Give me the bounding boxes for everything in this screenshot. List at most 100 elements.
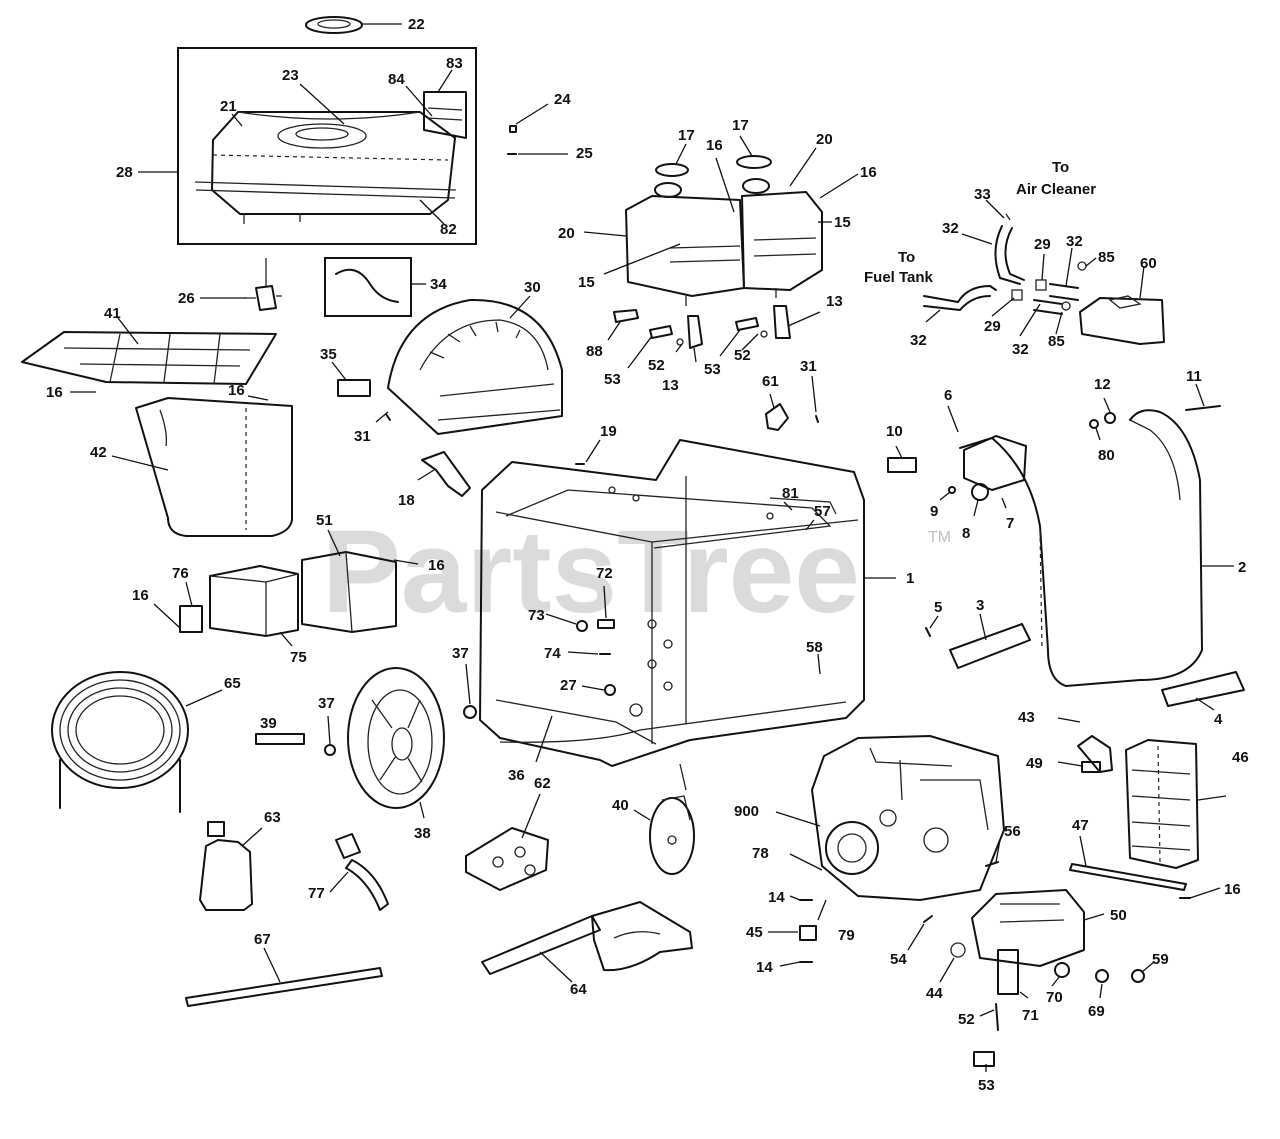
screw-part (509, 125, 517, 133)
callout-13: 13 (826, 293, 843, 310)
washer-part (1104, 412, 1116, 424)
callout-16: 16 (228, 382, 245, 399)
callout-52: 52 (734, 347, 751, 364)
callout-12: 12 (1094, 376, 1111, 393)
fuel-tank-assembly-box (177, 47, 477, 245)
fuel-cap-part (305, 16, 363, 34)
fitting-part (1095, 969, 1109, 983)
spray-gun-part (481, 901, 693, 975)
spacer-part (463, 705, 477, 719)
callout-52: 52 (648, 357, 665, 374)
watermark-trademark: TM (928, 529, 951, 546)
spacer-part (324, 744, 336, 756)
callout-29: 29 (1034, 236, 1051, 253)
callout-35: 35 (320, 346, 337, 363)
callout-81: 81 (782, 485, 799, 502)
callout-27: 27 (560, 677, 577, 694)
callout-14: 14 (768, 889, 785, 906)
hardware-kit-part (465, 827, 549, 891)
callout-15: 15 (834, 214, 851, 231)
lance-wand-part (185, 967, 383, 1007)
note-to-fuel-tank-line1: To (898, 249, 915, 266)
note-to-air-cleaner-line2: Air Cleaner (1016, 181, 1096, 198)
fuel-hose-part (335, 268, 399, 303)
clamp-part (1081, 761, 1101, 773)
callout-36: 36 (508, 767, 525, 784)
callout-23: 23 (282, 67, 299, 84)
fuel-hose-box (324, 257, 412, 317)
callout-16: 16 (706, 137, 723, 154)
callout-8: 8 (962, 525, 970, 542)
callout-82: 82 (440, 221, 457, 238)
handle-part (959, 409, 1203, 687)
callout-73: 73 (528, 607, 545, 624)
pressure-hose-part (51, 671, 189, 813)
callout-51: 51 (316, 512, 333, 529)
hose-hook-part (1077, 735, 1113, 773)
fuel-line-part (923, 213, 1087, 315)
callout-20: 20 (816, 131, 833, 148)
mount-plate-part (963, 435, 1027, 501)
callout-5: 5 (934, 599, 942, 616)
callout-77: 77 (308, 885, 325, 902)
pin-part (925, 627, 931, 637)
callout-4: 4 (1214, 711, 1223, 728)
callout-16: 16 (1224, 881, 1241, 898)
callout-47: 47 (1072, 817, 1089, 834)
callout-32: 32 (1012, 341, 1029, 358)
nut-part (948, 486, 956, 494)
callout-88: 88 (586, 343, 603, 360)
callout-24: 24 (554, 91, 571, 108)
screw-part (597, 619, 615, 629)
callout-17: 17 (732, 117, 749, 134)
screw-part (923, 915, 933, 923)
callout-31: 31 (354, 428, 371, 445)
nut-part (576, 620, 588, 632)
washer-part (1089, 419, 1099, 429)
callout-85: 85 (1048, 333, 1065, 350)
callout-6: 6 (944, 387, 952, 404)
callout-44: 44 (926, 985, 943, 1002)
callout-33: 33 (974, 186, 991, 203)
callout-53: 53 (704, 361, 721, 378)
callout-31: 31 (800, 358, 817, 375)
callout-41: 41 (104, 305, 121, 322)
callout-83: 83 (446, 55, 463, 72)
callout-42: 42 (90, 444, 107, 461)
callout-65: 65 (224, 675, 241, 692)
accessory-tray-part (1125, 739, 1199, 869)
callout-19: 19 (600, 423, 617, 440)
callout-53: 53 (978, 1077, 995, 1094)
top-grille-part (21, 331, 277, 385)
fitting-part (1131, 969, 1145, 983)
callout-40: 40 (612, 797, 629, 814)
shutoff-valve-part (244, 258, 282, 311)
callout-78: 78 (752, 845, 769, 862)
engine-part (811, 735, 1005, 901)
oil-bottle-part (199, 821, 253, 911)
callout-32: 32 (910, 332, 927, 349)
callout-39: 39 (260, 715, 277, 732)
callout-34: 34 (430, 276, 447, 293)
nozzle-part (335, 833, 389, 911)
screw-part (815, 415, 819, 423)
leader-lines (70, 23, 1234, 1072)
callout-85: 85 (1098, 249, 1115, 266)
watermark: PartsTree (322, 506, 860, 638)
callout-20: 20 (558, 225, 575, 242)
callout-75: 75 (290, 649, 307, 666)
tank-label-part (423, 91, 467, 139)
callout-59: 59 (1152, 951, 1169, 968)
callout-43: 43 (1018, 709, 1035, 726)
callout-16: 16 (132, 587, 149, 604)
callout-30: 30 (524, 279, 541, 296)
callout-26: 26 (178, 290, 195, 307)
callout-49: 49 (1026, 755, 1043, 772)
callout-46: 46 (1232, 749, 1249, 766)
callout-69: 69 (1088, 1003, 1105, 1020)
callout-45: 45 (746, 924, 763, 941)
callout-80: 80 (1098, 447, 1115, 464)
callout-21: 21 (220, 98, 237, 115)
callout-1: 1 (906, 570, 914, 587)
